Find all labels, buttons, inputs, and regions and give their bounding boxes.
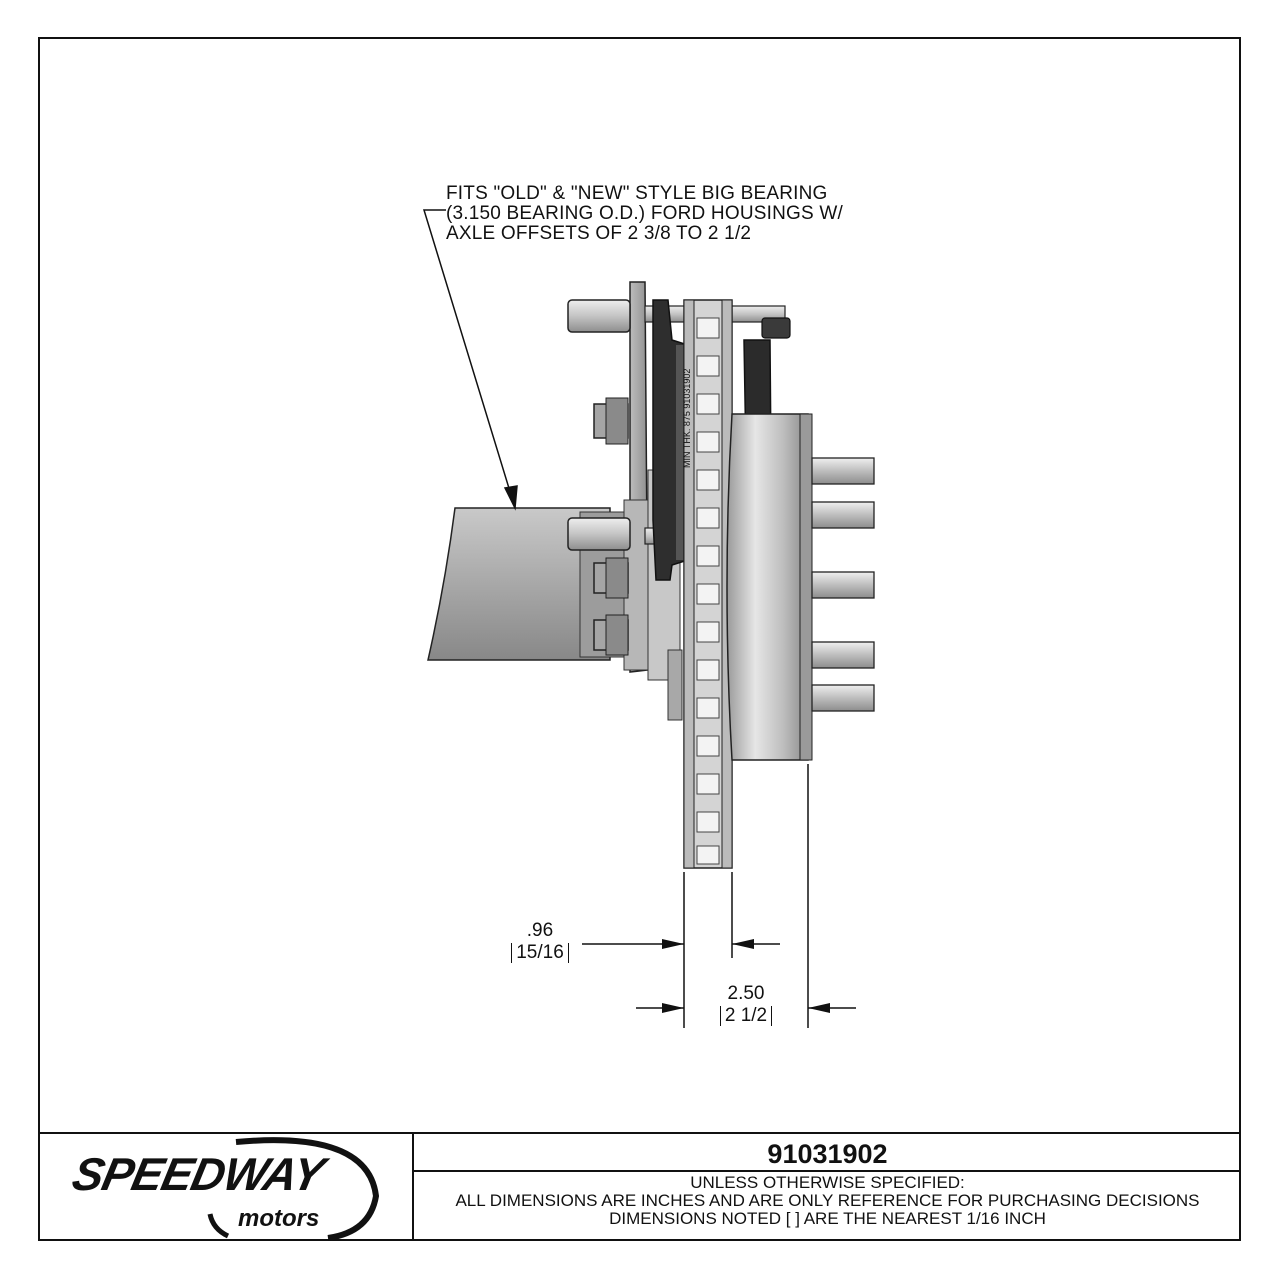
drawing-sheet-border [38,37,1241,1241]
wheel-hub [726,413,813,761]
dimension-offset-fraction: 2 1/2 [719,1006,773,1026]
fitment-note: FITS "OLD" & "NEW" STYLE BIG BEARING (3.… [446,183,843,244]
dimension-rotor-width-decimal: .96 [526,920,554,941]
wheel-studs [811,457,875,712]
dimension-lines [582,764,856,1028]
dimension-offset: 2.50 2 1/2 [706,983,786,1027]
dimension-rotor-width-fraction: 15/16 [511,943,569,963]
note-line-1: UNLESS OTHERWISE SPECIFIED: [690,1173,965,1192]
drawing-notes: UNLESS OTHERWISE SPECIFIED: ALL DIMENSIO… [414,1174,1241,1228]
rotor-stamp: MIN THK. 875 91031902 [682,369,692,468]
logo-sub-text: motors [238,1205,319,1232]
part-number: 91031902 [414,1134,1241,1172]
dimension-offset-decimal: 2.50 [727,983,765,1004]
mounting-bolts [593,397,629,656]
dimension-rotor-width: .96 15/16 [500,920,580,964]
note-line-2: ALL DIMENSIONS ARE INCHES AND ARE ONLY R… [455,1191,1200,1210]
callout-leader [422,209,518,511]
rotor-vanes [696,317,720,865]
logo-brand-text: SPEEDWAY [68,1148,333,1199]
title-block: SPEEDWAY motors 91031902 UNLESS OTHERWIS… [38,1132,1241,1241]
note-line-3: DIMENSIONS NOTED [ ] ARE THE NEAREST 1/1… [609,1209,1046,1228]
speedway-logo: SPEEDWAY motors [38,1134,414,1241]
